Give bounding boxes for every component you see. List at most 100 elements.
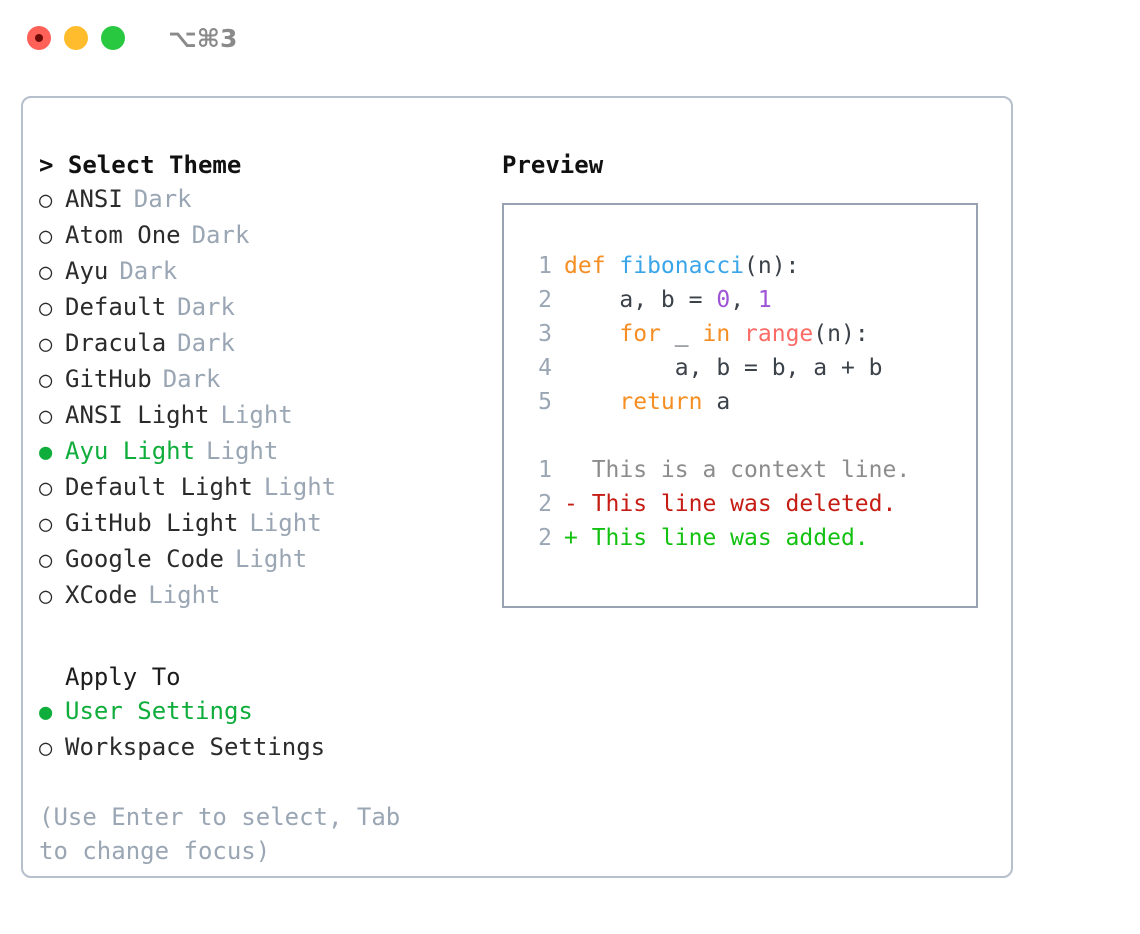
radio-unselected-icon[interactable]: ○ — [39, 548, 53, 573]
code-token-fn: fibonacci — [619, 253, 745, 279]
radio-unselected-icon[interactable]: ○ — [39, 736, 53, 761]
code-token-pl: , — [730, 287, 758, 313]
apply-to-option-label: Workspace Settings — [65, 733, 326, 761]
code-line: 2 a, b = 0, 1 — [522, 283, 910, 317]
radio-unselected-icon[interactable]: ○ — [39, 404, 53, 429]
theme-option-label: Default Light — [65, 473, 253, 501]
theme-variant-badge: Light — [220, 401, 293, 429]
code-token-num: 1 — [757, 287, 772, 313]
minimize-button[interactable] — [64, 26, 88, 50]
theme-option-label: GitHub — [65, 365, 152, 393]
theme-variant-badge: Dark — [177, 329, 235, 357]
code-token-num: 0 — [716, 287, 731, 313]
code-token-kw: return — [619, 389, 703, 415]
radio-unselected-icon[interactable]: ○ — [39, 296, 53, 321]
theme-option-github-light[interactable]: ○ GitHub Light Light — [39, 506, 479, 542]
keyboard-hint-text: (Use Enter to select, Tab to change focu… — [39, 803, 415, 865]
theme-option-label: GitHub Light — [65, 509, 239, 537]
theme-option-label: ANSI Light — [65, 401, 210, 429]
window-shortcut-label: ⌥⌘3 — [168, 24, 238, 53]
apply-to-header: Apply To — [65, 663, 181, 691]
maximize-button[interactable] — [101, 26, 125, 50]
code-token-pl — [564, 321, 619, 347]
diff-line-add: 2 + This line was added. — [522, 521, 910, 555]
apply-to-option-user-settings[interactable]: ● User Settings — [39, 694, 479, 730]
window-controls — [27, 26, 125, 50]
radio-unselected-icon[interactable]: ○ — [39, 260, 53, 285]
theme-option-atom-one[interactable]: ○ Atom One Dark — [39, 218, 479, 254]
code-token-pl: _ — [660, 321, 703, 347]
line-number: 4 — [538, 355, 552, 381]
radio-selected-icon[interactable]: ● — [39, 440, 53, 465]
radio-unselected-icon[interactable]: ○ — [39, 224, 53, 249]
close-button[interactable] — [27, 26, 51, 50]
theme-option-label: Dracula — [65, 329, 167, 357]
line-number: 1 — [538, 457, 552, 483]
theme-option-github[interactable]: ○ GitHub Dark — [39, 362, 479, 398]
line-number: 2 — [538, 491, 552, 517]
code-token-kw: def — [564, 253, 620, 279]
theme-variant-badge: Dark — [177, 293, 235, 321]
code-line-content: a, b = 0, 1 — [564, 283, 772, 317]
code-token-pl: a, b = b, a + b — [564, 355, 883, 381]
code-token-pl — [730, 321, 744, 347]
code-line: 4 a, b = b, a + b — [522, 351, 910, 385]
radio-unselected-icon[interactable]: ○ — [39, 512, 53, 537]
code-token-pl: a, b = — [564, 287, 717, 313]
theme-variant-badge: Dark — [191, 221, 250, 249]
code-token-pl — [564, 389, 619, 415]
radio-unselected-icon[interactable]: ○ — [39, 332, 53, 357]
line-number: 1 — [538, 253, 552, 279]
diff-line-content: This is a context line. — [564, 457, 911, 483]
theme-variant-badge: Light — [249, 509, 322, 537]
diff-line-ctx: 1 This is a context line. — [522, 453, 910, 487]
radio-unselected-icon[interactable]: ○ — [39, 584, 53, 609]
diff-line-del: 2- This line was deleted. — [522, 487, 910, 521]
apply-to-list[interactable]: ● User Settings ○ Workspace Settings — [39, 694, 479, 766]
radio-selected-icon[interactable]: ● — [39, 700, 53, 725]
preview-divider — [522, 419, 910, 453]
radio-unselected-icon[interactable]: ○ — [39, 188, 53, 213]
line-number: 2 — [538, 525, 552, 551]
radio-unselected-icon[interactable]: ○ — [39, 476, 53, 501]
theme-option-ansi-light[interactable]: ○ ANSI Light Light — [39, 398, 479, 434]
theme-option-label: Default — [65, 293, 167, 321]
theme-option-label: ANSI — [65, 185, 123, 213]
theme-option-dracula[interactable]: ○ Dracula Dark — [39, 326, 479, 362]
code-line-content: a, b = b, a + b — [564, 351, 883, 385]
select-theme-prompt: > Select Theme — [39, 151, 242, 179]
theme-variant-badge: Light — [234, 545, 308, 573]
theme-option-label: Atom One — [65, 221, 181, 249]
spacer — [39, 614, 479, 660]
code-line: 3 for _ in range(n): — [522, 317, 910, 351]
code-line: 5 return a — [522, 385, 910, 419]
theme-variant-badge: Light — [263, 473, 337, 501]
radio-unselected-icon[interactable]: ○ — [39, 368, 53, 393]
diff-line-content: + This line was added. — [564, 525, 869, 551]
theme-variant-badge: Dark — [119, 257, 178, 285]
theme-variant-badge: Dark — [162, 365, 221, 393]
code-token-kw: for — [619, 321, 661, 347]
code-line-content: return a — [564, 385, 730, 419]
theme-option-default-light[interactable]: ○ Default Light Light — [39, 470, 479, 506]
apply-to-option-workspace-settings[interactable]: ○ Workspace Settings — [39, 730, 479, 766]
theme-option-label: XCode — [65, 581, 138, 609]
theme-option-label: Google Code — [65, 545, 224, 573]
apply-to-option-label: User Settings — [65, 697, 253, 725]
code-line-content: def fibonacci(n): — [564, 249, 799, 283]
code-token-bi: range — [744, 321, 814, 347]
code-token-pl: (n): — [813, 321, 869, 347]
theme-option-default[interactable]: ○ Default Dark — [39, 290, 479, 326]
spacer — [39, 766, 479, 800]
theme-option-google-code[interactable]: ○ Google Code Light — [39, 542, 479, 578]
theme-option-label: Ayu Light — [65, 437, 196, 465]
